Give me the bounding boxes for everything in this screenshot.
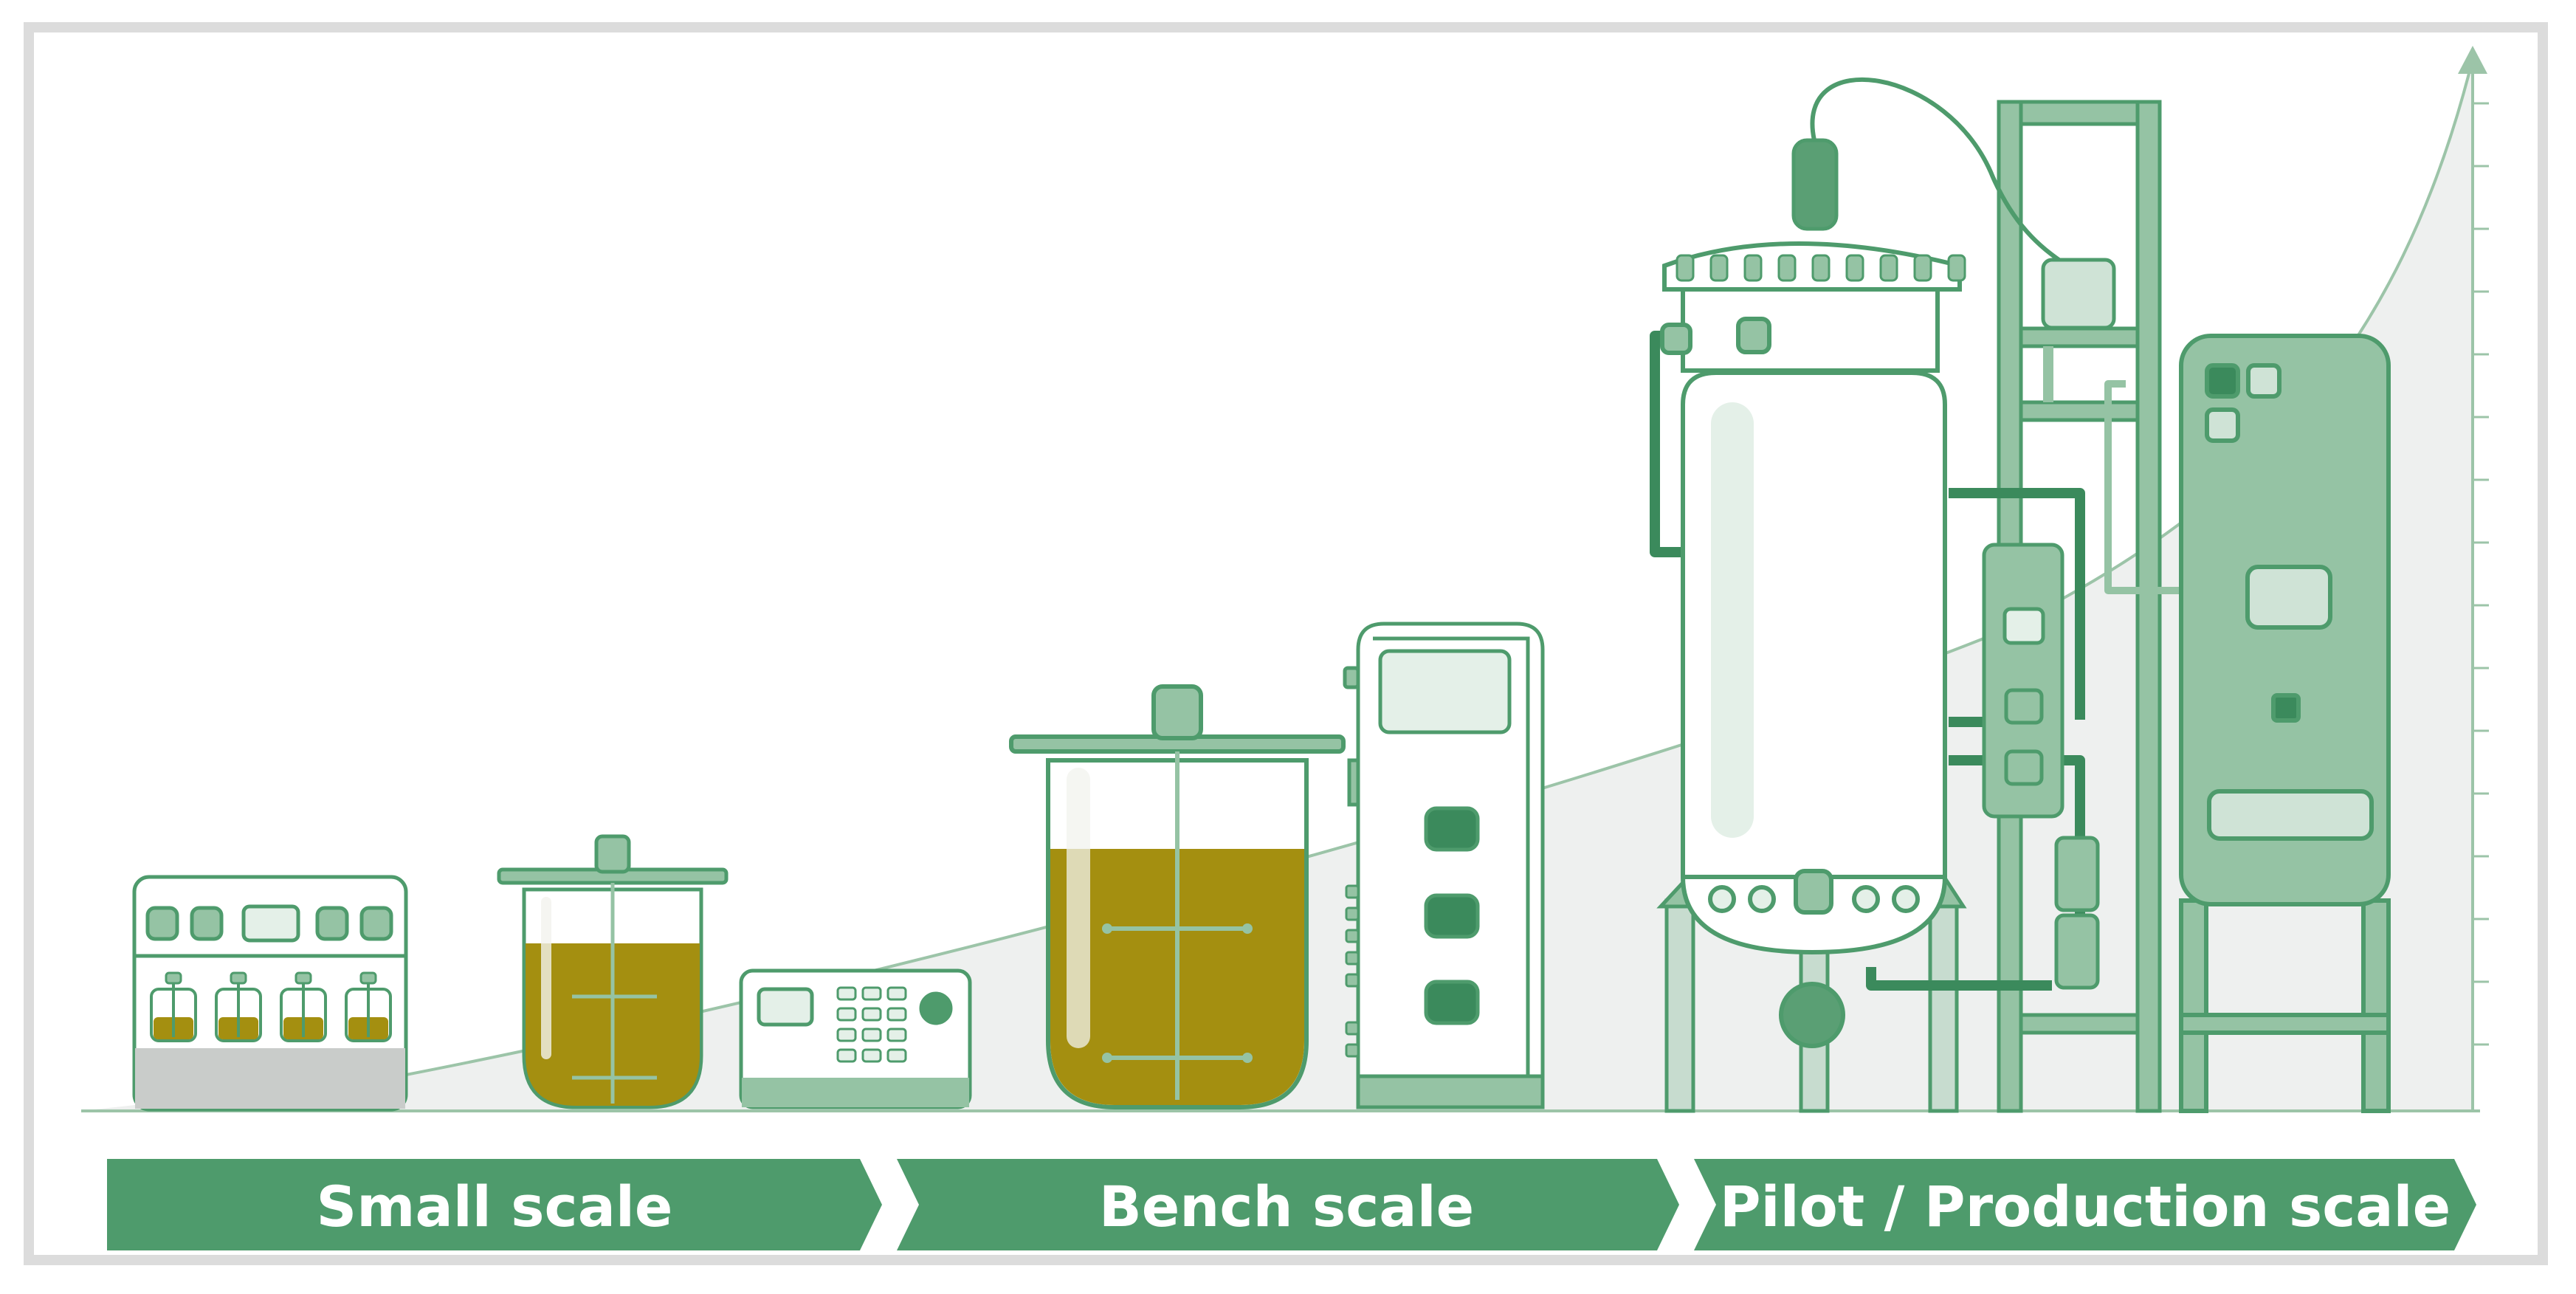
stage-label-bench-scale: Bench scale — [1099, 1174, 1474, 1239]
controller-keypad — [836, 986, 907, 1063]
bolt-icon — [1913, 254, 1932, 282]
pilot-tower-panel — [1982, 543, 2100, 990]
bolt-icon — [1676, 254, 1695, 282]
keypad-key — [886, 1048, 907, 1063]
stage-banners: Small scale Bench scale Pilot / Producti… — [107, 1159, 2476, 1250]
sensor-box-icon — [2041, 258, 2116, 330]
mini-vessels — [150, 971, 392, 1042]
bench-glass-vessel — [1009, 684, 1346, 1109]
stage-small-scale: Small scale — [107, 1159, 882, 1250]
bolt-icon — [1845, 254, 1864, 282]
stage-bench-scale: Bench scale — [897, 1159, 1679, 1250]
bolt-icon — [1947, 254, 1966, 282]
keypad-key — [836, 986, 857, 1001]
pilot-control-cabinet — [2179, 334, 2391, 1113]
pilot-main-vessel — [1660, 241, 1966, 1048]
keypad-key — [886, 986, 907, 1001]
y-axis-ticks — [2473, 102, 2489, 1046]
keypad-key — [861, 986, 882, 1001]
stage-pilot-production-scale: Pilot / Production scale — [1694, 1159, 2476, 1250]
mini-vessel-icon — [150, 971, 197, 1042]
keypad-key — [836, 1028, 857, 1042]
stage-label-small-scale: Small scale — [317, 1174, 673, 1239]
bolt-icon — [1743, 254, 1763, 282]
lid-bolts — [1676, 254, 1966, 282]
keypad-key — [886, 1028, 907, 1042]
keypad-key — [861, 1048, 882, 1063]
mini-vessel-icon — [215, 971, 262, 1042]
multi-well-bioreactor — [132, 875, 408, 1112]
keypad-key — [861, 1007, 882, 1022]
keypad-key — [886, 1007, 907, 1022]
bolt-icon — [1709, 254, 1729, 282]
bolt-icon — [1811, 254, 1831, 282]
side-ports — [1345, 884, 1360, 1058]
bolt-icon — [1879, 254, 1898, 282]
keypad-key — [861, 1028, 882, 1042]
small-controller — [739, 968, 972, 1109]
stage-label-pilot-production-scale: Pilot / Production scale — [1720, 1174, 2451, 1239]
y-axis-arrow-icon — [2458, 46, 2487, 74]
pilot-sensor — [1791, 77, 2116, 330]
keypad-key — [836, 1048, 857, 1063]
keypad-key — [836, 1007, 857, 1022]
small-glass-vessel — [497, 834, 729, 1109]
mini-vessel-icon — [280, 971, 327, 1042]
bolt-icon — [1777, 254, 1797, 282]
probe-icon — [1791, 138, 1839, 231]
mini-vessel-icon — [345, 971, 392, 1042]
bench-control-unit — [1343, 622, 1545, 1109]
